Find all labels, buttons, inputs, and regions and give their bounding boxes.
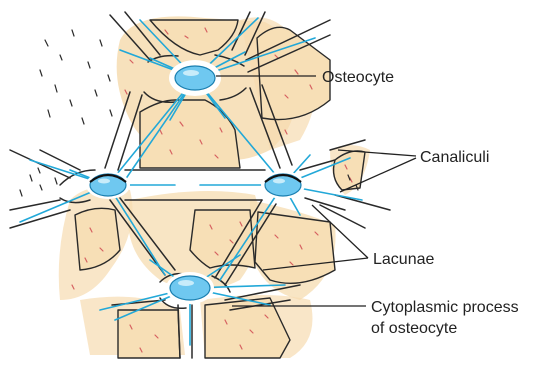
- osteocyte-top: [175, 66, 215, 90]
- label-lacunae: Lacunae: [373, 251, 434, 268]
- label-cytoplasmic-process: Cytoplasmic process: [371, 299, 519, 316]
- label-canaliculi: Canaliculi: [420, 149, 489, 166]
- osteocyte-bottom: [170, 276, 210, 300]
- label-of-osteocyte: of osteocyte: [371, 320, 457, 337]
- label-osteocyte: Osteocyte: [322, 69, 394, 86]
